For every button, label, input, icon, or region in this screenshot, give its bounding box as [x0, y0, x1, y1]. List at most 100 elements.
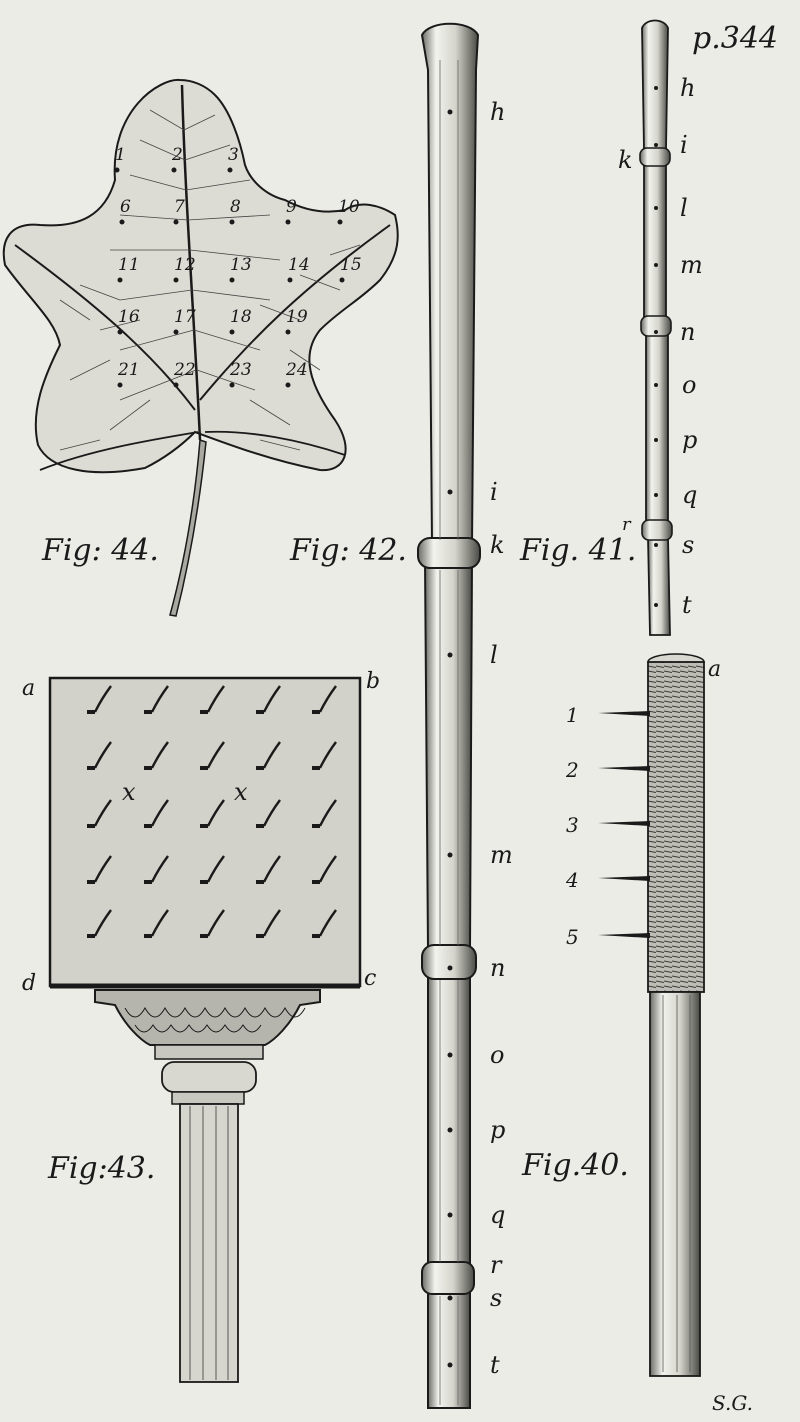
- stalk41-node: [639, 147, 671, 167]
- stalk-middle-segment: [423, 559, 474, 951]
- leaf-point-number: 18: [230, 307, 252, 327]
- leaf-point-number: 12: [174, 255, 196, 275]
- board-spike: [93, 855, 112, 883]
- fig40-pin-number: 1: [566, 703, 579, 727]
- fig42-marker-dot: [447, 652, 453, 658]
- leaf-point-dot: [229, 329, 235, 335]
- fig41-letter: o: [682, 371, 696, 399]
- fig41-letter: m: [680, 251, 703, 279]
- stalk-node: [421, 1261, 475, 1295]
- leaf-point-dot: [173, 382, 179, 388]
- stalk41-segment: [643, 164, 667, 319]
- fig41-caption: Fig. 41.: [519, 533, 636, 568]
- leaf-point-number: 7: [174, 197, 185, 217]
- board-spike: [262, 799, 281, 827]
- fig41-marker-dot: [654, 330, 658, 334]
- leaf-point-dot: [229, 277, 235, 283]
- fig42-letter: h: [490, 98, 505, 126]
- stick-winding: [647, 661, 705, 993]
- fig41-letter: s: [682, 531, 694, 559]
- leaf-point-dot: [173, 219, 179, 225]
- board-spike: [318, 909, 337, 937]
- fig43-corner-a: a: [22, 676, 35, 701]
- leaf-point-number: 11: [118, 255, 140, 275]
- leaf-point-number: 21: [117, 360, 140, 380]
- stalk-node: [421, 944, 477, 980]
- fig41-letter: t: [682, 591, 692, 619]
- board-spike: [150, 741, 169, 769]
- fig41-letter: k: [618, 146, 633, 174]
- leaf-point-number: 9: [286, 197, 297, 217]
- fig42-marker-dot: [447, 109, 453, 115]
- stalk-lower-segment: [427, 974, 471, 1269]
- leaf-point-number: 19: [286, 307, 308, 327]
- fig42-caption: Fig: 42.: [289, 533, 407, 568]
- board-spike: [318, 799, 337, 827]
- leaf-point-number: 8: [230, 197, 241, 217]
- board-spike: [262, 855, 281, 883]
- fig40-top-label: a: [708, 657, 721, 682]
- stick-grain: [662, 995, 691, 1372]
- column-shaft: [179, 1103, 239, 1383]
- board-spike: [150, 799, 169, 827]
- fig40-caption: Fig.40.: [521, 1148, 629, 1183]
- fig42-letter: i: [490, 478, 498, 506]
- leaf-point-dot: [114, 167, 120, 173]
- leaf-point-dot: [117, 329, 123, 335]
- leaf-point-dot: [117, 277, 123, 283]
- fig42-letter: s: [490, 1284, 502, 1312]
- board-spike: [93, 799, 112, 827]
- fig40-pin: [598, 876, 650, 881]
- stalk41-segment: [647, 537, 671, 636]
- board-spike: [206, 909, 225, 937]
- stalk41-top-segment: [641, 19, 669, 151]
- board-spike: [206, 685, 225, 713]
- board-spike: [150, 685, 169, 713]
- fig42-marker-dot: [447, 489, 453, 495]
- board-spike: [150, 855, 169, 883]
- fig40-pin-number: 3: [566, 813, 579, 837]
- fig42-letter: o: [490, 1041, 504, 1069]
- capital-ornament: [124, 1006, 306, 1033]
- leaf-point-dot: [285, 219, 291, 225]
- stalk-striations: [439, 60, 459, 1405]
- fig43-caption: Fig:43.: [47, 1151, 155, 1186]
- leaf-point-number: 13: [230, 255, 252, 275]
- fig41-marker-dot: [654, 438, 658, 442]
- leaf-point-number: 10: [338, 197, 360, 217]
- fig42-letter: p: [490, 1116, 505, 1144]
- fig40-pin: [598, 933, 650, 938]
- stalk-upper-segment: [420, 22, 480, 546]
- fig41-marker-dot: [654, 603, 658, 607]
- board-spike: [318, 741, 337, 769]
- fig41-letter: l: [680, 194, 688, 222]
- fig42-letter: r: [490, 1251, 503, 1279]
- fig42-marker-dot: [447, 1127, 453, 1133]
- board-spike: [93, 741, 112, 769]
- fig42-letter: q: [490, 1201, 505, 1229]
- leaf-point-number: 1: [115, 145, 126, 165]
- leaf-point-number: 14: [288, 255, 310, 275]
- leaf-point-dot: [285, 382, 291, 388]
- leaf-stem: [169, 438, 207, 617]
- fig43-board: a b c d x x Fig:43.: [22, 669, 380, 1383]
- fig41-letter: p: [682, 426, 697, 454]
- fig41-marker-dot: [654, 493, 658, 497]
- fig42-letter: k: [490, 531, 505, 559]
- fig42-letter: m: [490, 841, 513, 869]
- board-panel: [48, 676, 362, 988]
- fig40-pin-number: 2: [565, 758, 579, 782]
- leaf-point-number: 6: [120, 197, 131, 217]
- fig41-marker-dot: [654, 263, 658, 267]
- leaf-point-number: 17: [174, 307, 196, 327]
- leaf-point-dot: [339, 277, 345, 283]
- leaf-point-dot: [173, 329, 179, 335]
- fig41-marker-dot: [654, 143, 658, 147]
- column-capital: [94, 989, 321, 1046]
- engraver-mark: S.G.: [712, 1391, 753, 1415]
